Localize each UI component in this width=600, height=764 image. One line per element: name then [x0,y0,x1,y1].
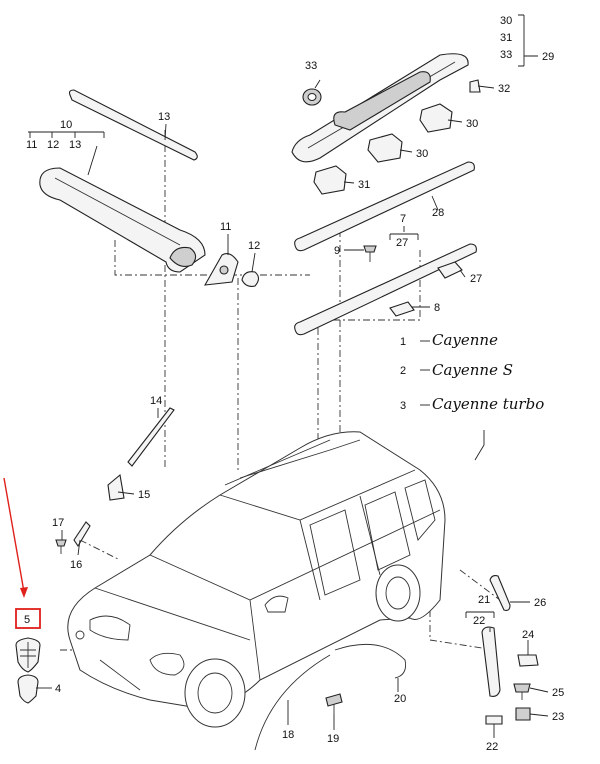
callout-27: 27 [470,273,482,285]
mount-30-a [419,103,453,133]
mount-31 [313,165,347,195]
callout-22a: 22 [473,615,485,627]
callout-2: 2 [400,365,406,377]
trim-26 [489,574,511,611]
callout-10-sub-12: 12 [47,139,59,151]
trim-strip-7 [294,243,477,336]
callout-29-sub-30: 30 [500,15,512,27]
end-piece-15 [107,473,125,501]
callout-29-sub-33: 33 [500,49,512,61]
callout-4: 4 [55,683,61,695]
callout-29-sub-31: 31 [500,32,512,44]
clip-27 [437,261,463,279]
callout-25: 25 [552,687,564,699]
badge-cayenne-s: Cayenne S [432,361,513,379]
callout-15: 15 [138,489,150,501]
clip-12 [241,271,260,287]
callout-13: 13 [158,111,170,123]
arch-trim-20 [334,643,406,679]
callout-7-sub-27: 27 [396,237,408,249]
callout-20: 20 [394,693,406,705]
callout-33: 33 [305,60,317,72]
callout-29: 29 [542,51,554,63]
callout-21: 21 [478,594,490,606]
roof-rail-trim-13 [68,89,198,161]
callout-32: 32 [498,83,510,95]
roof-rail-assembly-right [291,53,469,163]
callout-28: 28 [432,207,444,219]
screw-9 [363,245,377,262]
end-cap-11 [203,253,239,286]
clip-32 [469,79,481,93]
callout-14: 14 [150,395,162,407]
trim-21 [481,626,501,697]
badge-cayenne-turbo: Cayenne turbo [432,395,544,413]
callout-10-sub-11: 11 [26,139,37,151]
callout-3: 3 [400,400,406,412]
mount-30-b [367,133,403,163]
clip-8 [389,301,415,317]
screw-17 [55,539,67,554]
callout-26: 26 [534,597,546,609]
callout-11: 11 [220,221,231,233]
callout-10-sub-13: 13 [69,139,81,151]
callout-19: 19 [327,733,339,745]
callout-10: 10 [60,119,72,131]
callout-30-a: 30 [466,118,478,130]
grommet-33 [302,88,322,106]
callout-7: 7 [400,213,406,225]
dashed-leaders [60,130,501,651]
callout-18: 18 [282,729,294,741]
badge-cayenne: Cayenne [432,331,498,349]
callout-8: 8 [434,302,440,314]
callout-1: 1 [400,336,406,348]
arch-trim-18 [254,654,331,751]
bolt-25 [513,683,531,700]
cover-16 [73,521,91,548]
callout-leaders [28,14,549,738]
callout-16: 16 [70,559,82,571]
car-illustration [67,431,446,728]
windshield-trim-14 [127,407,175,467]
callout-12: 12 [248,240,260,252]
highlight-box [15,608,41,629]
callout-31: 31 [358,179,370,191]
highlight-arrow [3,477,28,598]
callout-17: 17 [52,517,64,529]
roof-rail-assembly-left [39,167,206,273]
callout-22: 22 [486,741,498,753]
callout-30-b: 30 [416,148,428,160]
trim-22 [485,715,503,725]
porsche-crest-badge [15,637,41,673]
callout-9: 9 [334,245,340,257]
trim-strip-28 [294,161,475,252]
clip-19 [325,693,343,714]
cap-23 [515,707,531,721]
callout-numbers: 1 2 3 4 5 26 21 22 22 24 25 23 20 19 18 … [24,15,564,753]
callout-23: 23 [552,711,564,723]
callout-5: 5 [24,614,30,626]
callout-24: 24 [522,629,534,641]
clip-24 [517,654,539,667]
badge-seal-4 [17,674,39,704]
